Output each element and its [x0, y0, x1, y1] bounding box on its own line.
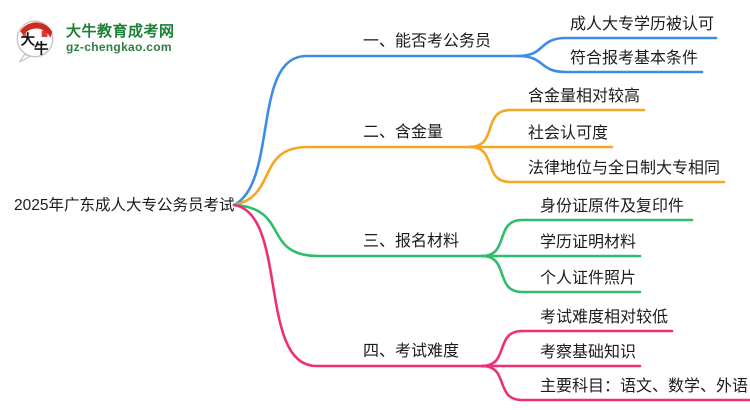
branch-2-child-1-line [468, 108, 646, 149]
logo-char-2: 牛 [34, 39, 48, 57]
branch-4-main-line [232, 203, 484, 368]
branch-1-child-2-line [516, 54, 704, 74]
branch-4-child-1: 考试难度相对较低 [540, 309, 669, 326]
branch-4-label: 四、考试难度 [363, 343, 460, 360]
branch-2-label: 二、含金量 [363, 124, 444, 141]
branch-1-child-1: 成人大专学历被认可 [570, 16, 715, 33]
branch-1-main-line [232, 54, 520, 207]
branch-3-child-3: 个人证件照片 [540, 270, 637, 287]
branch-4-child-3-line [480, 364, 750, 402]
branch-1-child-2: 符合报考基本条件 [570, 50, 699, 67]
branch-4-child-2: 考察基础知识 [540, 344, 637, 361]
branch-2-child-2: 社会认可度 [528, 125, 609, 142]
branch-3-child-2: 学历证明材料 [540, 234, 637, 251]
branch-2-child-3-line [468, 145, 726, 184]
branch-3-child-1: 身份证原件及复印件 [540, 198, 685, 215]
branch-2-child-1: 含金量相对较高 [528, 88, 641, 105]
red-seal-small [22, 32, 27, 38]
root-topic: 2025年广东成人大专公务员考试 [14, 197, 235, 214]
branch-3-child-1-line [480, 218, 694, 258]
logo-domain: gz-chengkao.com [66, 39, 172, 54]
logo-title: 大牛教育成考网 [66, 22, 175, 40]
branch-4-child-1-line [480, 329, 674, 368]
branch-1-label: 一、能否考公务员 [363, 33, 492, 50]
logo-text-block: 大牛教育成考网 gz-chengkao.com [66, 23, 175, 54]
daniu-speech-bubble-icon: 大 牛 [16, 20, 54, 63]
branch-2-child-3: 法律地位与全日制大专相同 [528, 160, 721, 177]
red-seal [41, 30, 48, 38]
branch-3-child-3-line [480, 254, 642, 294]
branch-4-child-3: 主要科目：语文、数学、外语 [540, 378, 749, 395]
branch-2-main-line [232, 145, 472, 207]
logo-char-1: 大 [21, 31, 36, 49]
red-arc [20, 22, 53, 38]
branch-3-label: 三、报名材料 [363, 233, 460, 250]
branch-3-main-line [232, 203, 484, 258]
site-logo: 大 牛 大牛教育成考网 gz-chengkao.com [12, 13, 175, 63]
